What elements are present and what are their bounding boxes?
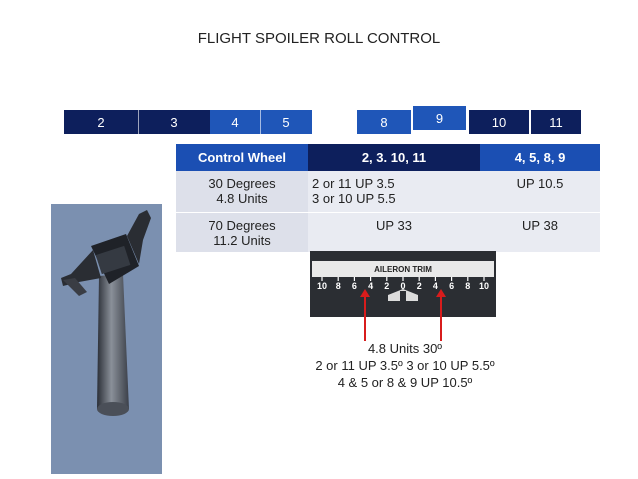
cell-line: 3 or 10 UP 5.5	[312, 191, 396, 206]
header-spoilers-2-3-10-11: 2, 3. 10, 11	[308, 144, 480, 171]
trim-scale-label: 2	[417, 281, 422, 291]
spoiler-panel-10: 10	[469, 110, 529, 134]
arrow-shaft	[440, 317, 442, 341]
cell-inboard: 2 or 11 UP 3.5 3 or 10 UP 5.5	[308, 171, 480, 213]
trim-label: AILERON TRIM	[374, 265, 432, 274]
cell-line: 2 or 11 UP 3.5	[312, 176, 395, 191]
cell-wheel: 30 Degrees 4.8 Units	[176, 171, 308, 213]
trim-scale-tick	[337, 277, 339, 281]
trim-scale-label: 6	[352, 281, 357, 291]
control-wheel-panel	[51, 204, 162, 474]
trim-scale-tick	[434, 277, 436, 281]
caption-line: 4 & 5 or 8 & 9 UP 10.5º	[337, 375, 473, 390]
header-control-wheel: Control Wheel	[176, 144, 308, 171]
cell-outboard: UP 10.5	[480, 171, 600, 213]
caption-line: 4.8 Units 30º	[367, 341, 443, 356]
aileron-trim-gauge: AILERON TRIM 10 8 6 4 2 0 2 4 6 8 10	[310, 251, 496, 341]
trim-scale-label: 4	[368, 281, 373, 291]
trim-scale-label: 10	[317, 281, 327, 291]
spoiler-panel-9: 9	[413, 106, 466, 130]
spoiler-label: 10	[491, 114, 507, 130]
trim-scale-tick	[321, 277, 323, 281]
spoiler-label: 4	[231, 114, 239, 130]
trim-scale-label: 10	[479, 281, 489, 291]
trim-scale-label: 8	[336, 281, 341, 291]
spoiler-panel-5: 5	[260, 110, 312, 134]
caption-line: 2 or 11 UP 3.5º 3 or 10 UP 5.5º	[315, 358, 495, 373]
trim-scale-label: 2	[384, 281, 389, 291]
control-wheel-icon	[61, 210, 151, 416]
spoiler-label: 5	[282, 114, 290, 130]
cell-line: 70 Degrees	[208, 218, 276, 233]
header-spoilers-4-5-8-9: 4, 5, 8, 9	[480, 144, 600, 171]
cell-line: UP 10.5	[516, 176, 564, 191]
spoiler-panel-3: 3	[138, 110, 210, 134]
table-row: 30 Degrees 4.8 Units 2 or 11 UP 3.5 3 or…	[176, 171, 600, 213]
table-header-row: Control Wheel 2, 3. 10, 11 4, 5, 8, 9	[176, 144, 600, 171]
cell-line: 30 Degrees	[208, 176, 276, 191]
trim-scale-tick	[451, 277, 453, 281]
trim-scale-tick	[370, 277, 372, 281]
cell-inboard: UP 33	[308, 212, 480, 253]
trim-scale-tick	[402, 277, 404, 281]
spoiler-label: 3	[170, 114, 178, 130]
arrow-shaft	[364, 317, 366, 341]
trim-scale-label: 6	[449, 281, 454, 291]
cell-outboard: UP 38	[480, 212, 600, 253]
spoiler-label: 8	[380, 114, 388, 130]
cell-wheel: 70 Degrees 11.2 Units	[176, 212, 308, 253]
spoiler-panel-11: 11	[531, 110, 581, 134]
spoiler-deflection-table: Control Wheel 2, 3. 10, 11 4, 5, 8, 9 30…	[176, 144, 600, 253]
spoiler-panel-8: 8	[357, 110, 411, 134]
cell-line: 4.8 Units	[216, 191, 268, 206]
table-row: 70 Degrees 11.2 Units UP 33 UP 38	[176, 212, 600, 253]
cell-line: UP 38	[522, 218, 558, 233]
spoiler-panel-2: 2	[64, 110, 138, 134]
trim-scale-tick	[467, 277, 469, 281]
trim-scale-tick	[386, 277, 388, 281]
trim-scale-label: 4	[433, 281, 438, 291]
trim-scale-tick	[483, 277, 485, 281]
cell-line: 11.2 Units	[213, 233, 271, 248]
trim-scale-label: 8	[465, 281, 470, 291]
cell-line: UP 33	[376, 218, 412, 233]
spoiler-label: 11	[549, 114, 563, 130]
spoiler-panel-4: 4	[210, 110, 260, 134]
spoiler-divider	[138, 110, 139, 134]
spoiler-divider	[260, 110, 261, 134]
spoiler-label: 2	[97, 114, 105, 130]
trim-scale-tick	[418, 277, 420, 281]
trim-scale-tick	[353, 277, 355, 281]
page-title: FLIGHT SPOILER ROLL CONTROL	[197, 30, 441, 47]
spoiler-label: 9	[435, 110, 444, 126]
trim-scale-label: 0	[400, 281, 405, 291]
